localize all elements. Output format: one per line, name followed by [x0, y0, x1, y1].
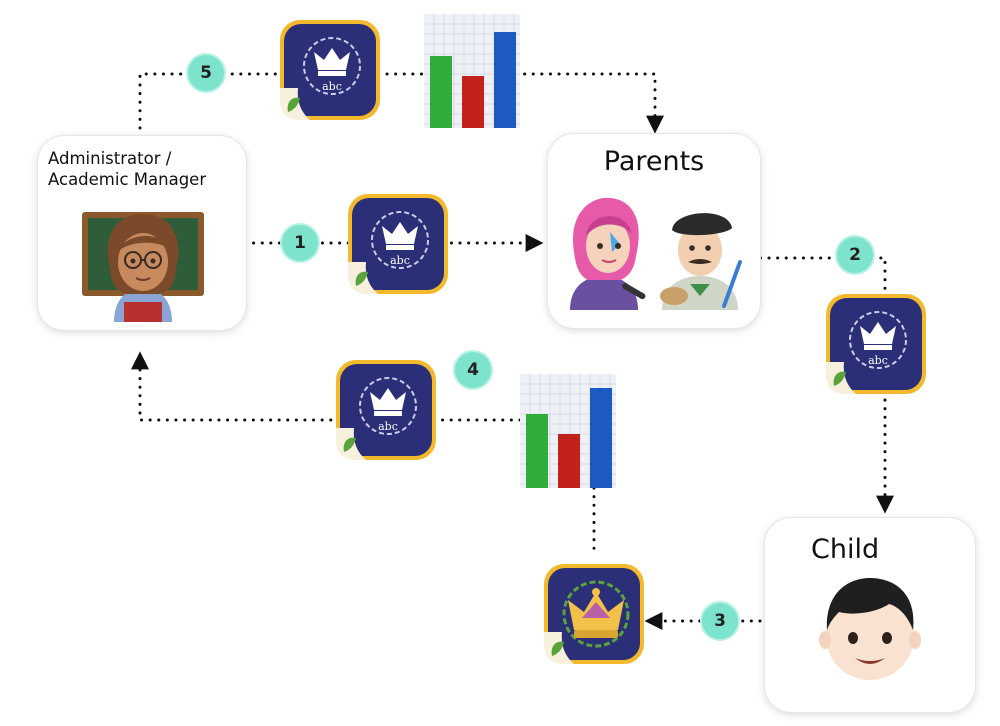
- svg-text:abc: abc: [868, 354, 888, 367]
- svg-text:abc: abc: [390, 254, 410, 267]
- administrator-title: Administrator / Academic Manager: [48, 149, 207, 189]
- parents-card: Parents: [548, 134, 760, 328]
- administrator-card: Administrator / Academic Manager: [38, 136, 246, 330]
- step-badge-1: 1: [280, 223, 320, 263]
- teacher-icon: [82, 212, 204, 322]
- royal-abc-app-icon: abc: [280, 20, 380, 120]
- step-badge-4: 4: [453, 350, 493, 390]
- bar-chart-icon: [424, 14, 520, 128]
- bar-chart-icon: [520, 374, 616, 488]
- parents-title: Parents: [603, 146, 705, 177]
- child-title: Child: [811, 534, 880, 565]
- royal-abc-app-icon: abc: [348, 194, 448, 294]
- royal-abc-app-icon: abc: [826, 294, 926, 394]
- child-face-icon: [819, 578, 921, 680]
- step-badge-5: 5: [186, 53, 226, 93]
- arrow-report-to-admin: [131, 351, 522, 422]
- svg-text:abc: abc: [378, 420, 398, 433]
- parents-icon: [570, 197, 742, 310]
- crown-app-icon: [544, 564, 644, 664]
- child-card: Child: [765, 518, 975, 712]
- svg-text:abc: abc: [322, 80, 342, 93]
- royal-abc-app-icon: abc: [336, 360, 436, 460]
- step-badge-2: 2: [835, 235, 875, 275]
- arrow-admin-to-parents-top: [138, 72, 664, 134]
- step-badge-3: 3: [700, 601, 740, 641]
